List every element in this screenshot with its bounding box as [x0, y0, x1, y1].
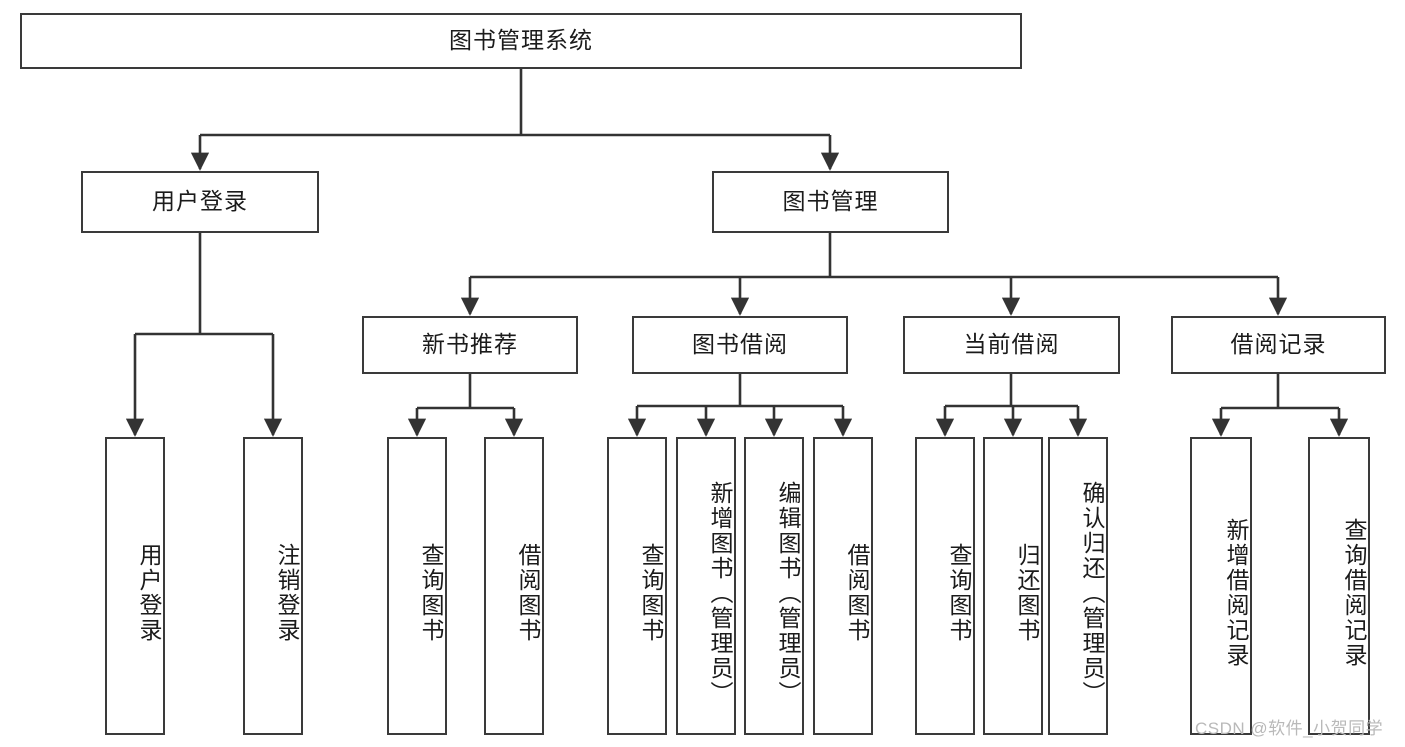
leaf-confirm-return-admin[interactable]: 确认归还（管理员）: [1048, 437, 1108, 735]
node-current-borrow[interactable]: 当前借阅: [903, 316, 1120, 374]
leaf-query-book-current[interactable]: 查询图书: [915, 437, 975, 735]
leaf-add-borrow-record[interactable]: 新增借阅记录: [1190, 437, 1252, 735]
node-user-login[interactable]: 用户登录: [81, 171, 319, 233]
leaf-query-book-borrow[interactable]: 查询图书: [607, 437, 667, 735]
leaf-edit-book-admin[interactable]: 编辑图书（管理员）: [744, 437, 804, 735]
leaf-borrow-book[interactable]: 借阅图书: [813, 437, 873, 735]
node-new-book-recommend[interactable]: 新书推荐: [362, 316, 578, 374]
leaf-borrow-book-newbook[interactable]: 借阅图书: [484, 437, 544, 735]
leaf-add-book-admin[interactable]: 新增图书（管理员）: [676, 437, 736, 735]
node-borrow-record[interactable]: 借阅记录: [1171, 316, 1386, 374]
csdn-watermark: CSDN @软件_小贺同学: [1195, 719, 1384, 738]
node-book-management[interactable]: 图书管理: [712, 171, 949, 233]
leaf-user-login[interactable]: 用户登录: [105, 437, 165, 735]
leaf-return-book[interactable]: 归还图书: [983, 437, 1043, 735]
leaf-query-borrow-record[interactable]: 查询借阅记录: [1308, 437, 1370, 735]
node-root[interactable]: 图书管理系统: [20, 13, 1022, 69]
leaf-logout[interactable]: 注销登录: [243, 437, 303, 735]
node-book-borrow[interactable]: 图书借阅: [632, 316, 848, 374]
leaf-query-book-newbook[interactable]: 查询图书: [387, 437, 447, 735]
